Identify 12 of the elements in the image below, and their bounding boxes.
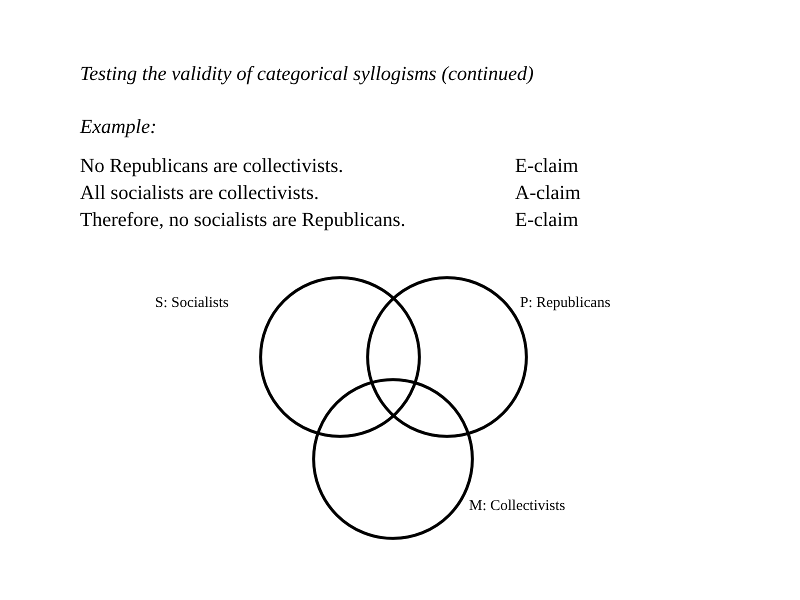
example-heading: Example:: [80, 116, 157, 139]
set-circle: [259, 276, 421, 438]
set-label: P: Republicans: [520, 295, 610, 312]
premise-text: Therefore, no socialists are Republicans.: [80, 209, 406, 232]
claim-type: E-claim: [515, 155, 578, 178]
slide-title: Testing the validity of categorical syllogisms (continued): [80, 63, 534, 86]
set-label: M: Collectivists: [469, 498, 566, 516]
claim-type: A-claim: [515, 182, 581, 205]
claim-type: E-claim: [515, 209, 578, 232]
premise-text: All socialists are collectivists.: [80, 182, 319, 205]
set-label: S: Socialists: [155, 295, 229, 312]
premise-text: No Republicans are collectivists.: [80, 155, 344, 178]
